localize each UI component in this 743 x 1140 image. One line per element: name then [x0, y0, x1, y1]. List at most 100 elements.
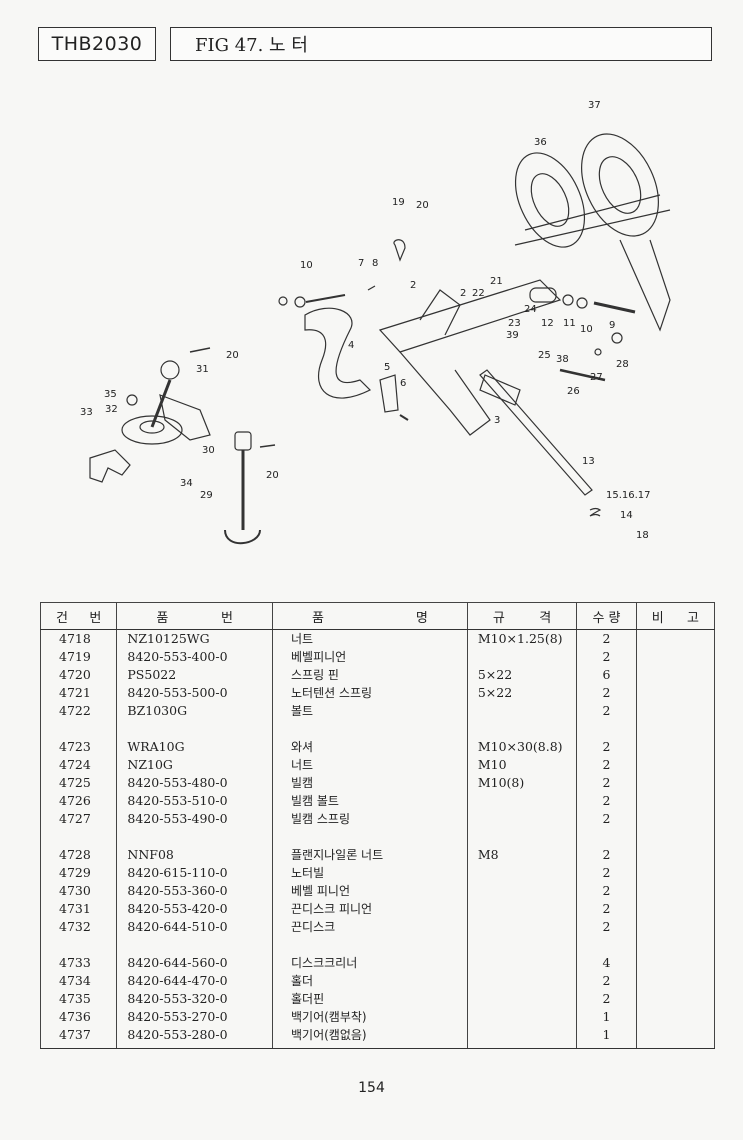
cell-part: WRA10G	[116, 738, 273, 756]
cell-part: 8420-644-470-0	[116, 972, 273, 990]
page-number: 154	[358, 1080, 385, 1096]
cell-name: 끈디스크 피니언	[272, 900, 468, 918]
cell-part: PS5022	[116, 666, 273, 684]
bevel-gear-36	[514, 152, 586, 248]
cell-qty: 2	[576, 756, 637, 774]
cell-name: 베벨피니언	[272, 648, 468, 666]
spacer-row	[39, 936, 716, 954]
cell-no: 4720	[39, 666, 118, 684]
cell-spec	[466, 864, 578, 882]
cell-name: 빌캠 스프링	[272, 810, 468, 828]
callout-label: 13	[582, 456, 595, 467]
cell-spec: M10×1.25(8)	[466, 629, 578, 648]
cell-name: 빌캠 볼트	[272, 792, 468, 810]
callout-label: 5	[384, 362, 390, 373]
bevel-gear-37	[581, 133, 659, 237]
cell-no: 4719	[39, 648, 118, 666]
callout-label: 35	[104, 389, 117, 400]
cell-qty: 2	[576, 846, 637, 864]
cell-name: 노터텐션 스프링	[272, 684, 468, 702]
twine-disc-32	[121, 415, 183, 445]
cleaner-33	[89, 449, 131, 483]
figure-title-box: FIG 47. 노 터	[170, 27, 712, 61]
cell-part: 8420-553-320-0	[116, 990, 273, 1008]
cell-part: NNF08	[116, 846, 273, 864]
pinion-30	[234, 431, 252, 451]
callout-label: 2	[410, 280, 416, 291]
cell-spec	[466, 918, 578, 936]
cell-spec	[466, 648, 578, 666]
callout-label: 11	[563, 318, 576, 329]
cell-no: 4726	[39, 792, 118, 810]
diagram-drawing	[89, 133, 671, 545]
callout-label: 6	[400, 378, 406, 389]
spacer-row	[39, 720, 716, 738]
figure-title: FIG 47. 노 터	[195, 35, 308, 56]
cell-no: 4730	[39, 882, 118, 900]
callout-label: 37	[588, 100, 601, 111]
cell-rem	[635, 702, 716, 720]
cell-part: 8420-553-270-0	[116, 1008, 273, 1026]
model-code-box: THB2030	[38, 27, 156, 61]
cell-no: 4722	[39, 702, 118, 720]
cell-part: 8420-553-420-0	[116, 900, 273, 918]
callout-label: 10	[300, 260, 313, 271]
cell-rem	[635, 648, 716, 666]
cell-name: 백기어(캠없음)	[272, 1026, 468, 1049]
cell-qty: 2	[576, 882, 637, 900]
cell-part: 8420-553-480-0	[116, 774, 273, 792]
cell-rem	[635, 846, 716, 864]
cell-spec	[466, 702, 578, 720]
cell-rem	[635, 990, 716, 1008]
cell-qty: 1	[576, 1008, 637, 1026]
cell-name: 빌캠	[272, 774, 468, 792]
cell-rem	[635, 1026, 716, 1049]
callout-label: 7	[358, 258, 364, 269]
callout-label: 15.16.17	[606, 490, 651, 501]
callout-label: 39	[506, 330, 519, 341]
callout-label: 12	[541, 318, 554, 329]
cell-qty: 4	[576, 954, 637, 972]
pinion-31	[160, 360, 180, 380]
cell-spec	[466, 792, 578, 810]
cell-part: BZ1030G	[116, 702, 273, 720]
holder-34	[159, 394, 211, 441]
cell-qty: 2	[576, 864, 637, 882]
cell-qty: 2	[576, 900, 637, 918]
cell-qty: 2	[576, 990, 637, 1008]
cell-spec: M10	[466, 756, 578, 774]
callout-label: 27	[590, 372, 603, 383]
cell-rem	[635, 792, 716, 810]
cell-rem	[635, 1008, 716, 1026]
callout-label: 28	[616, 359, 629, 370]
spacer-row	[39, 828, 716, 846]
callout-label: 31	[196, 364, 209, 375]
cell-part: 8420-553-360-0	[116, 882, 273, 900]
parts-diagram: 37 36 19 20 10 7 8 2 2 22 21 24 12 11 10…	[80, 100, 671, 545]
cell-spec: M10(8)	[466, 774, 578, 792]
cell-rem	[635, 629, 716, 648]
cell-name: 볼트	[272, 702, 468, 720]
cell-no: 4737	[39, 1026, 118, 1049]
cell-part: 8420-553-500-0	[116, 684, 273, 702]
cell-qty: 2	[576, 738, 637, 756]
cell-spec	[466, 1026, 578, 1049]
callout-label: 14	[620, 510, 633, 521]
cell-name: 끈디스크	[272, 918, 468, 936]
cell-rem	[635, 684, 716, 702]
callout-label: 36	[534, 137, 547, 148]
cell-rem	[635, 918, 716, 936]
cell-qty: 2	[576, 810, 637, 828]
cell-rem	[635, 756, 716, 774]
cell-qty: 2	[576, 972, 637, 990]
